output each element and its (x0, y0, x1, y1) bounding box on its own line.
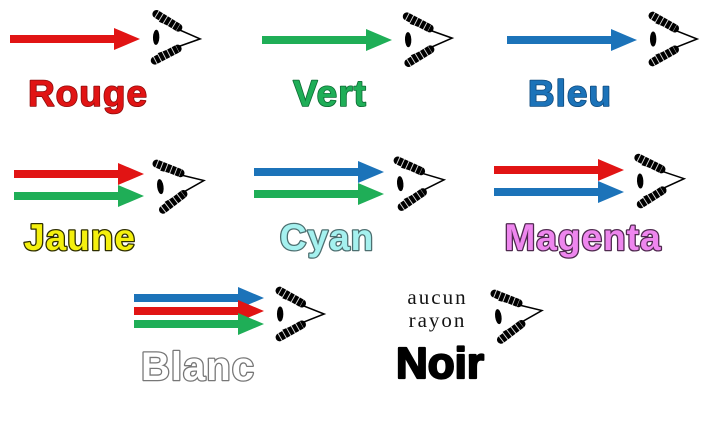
label-blanc: Blanc (141, 345, 255, 389)
ray-head-green (238, 313, 264, 335)
ray-shaft-blue (494, 188, 598, 196)
ray-shaft-red (494, 166, 598, 174)
ray-head-green (118, 185, 144, 207)
eye-icon (636, 156, 686, 205)
eye-icon (404, 15, 453, 63)
ray-diagram-vert (262, 5, 460, 75)
eye-icon (395, 157, 446, 207)
ray-shaft-green (254, 190, 358, 198)
ray-diagram-bleu (507, 5, 705, 75)
ray-shaft-green (14, 192, 118, 200)
label-svg-bleu: Bleu (527, 72, 612, 115)
ray-head-red (118, 163, 144, 185)
ray-head-blue (598, 181, 624, 203)
ray-shaft-green (134, 320, 238, 328)
ray-diagram-magenta (494, 146, 692, 216)
ray-head-blue (358, 161, 384, 183)
ray-head-red (598, 159, 624, 181)
ray-diagram-blanc (134, 280, 332, 350)
eye-icon (154, 158, 207, 211)
ray-head-green (366, 29, 392, 51)
ray-shaft-red (14, 170, 118, 178)
label-svg-rouge: Rouge (27, 72, 148, 115)
label-svg-blanc: Blanc (140, 344, 256, 391)
ray-head-blue (611, 29, 637, 51)
no-ray-note: aucun rayon (407, 285, 468, 332)
ray-head-red (114, 28, 140, 50)
ray-diagram-cyan (254, 148, 452, 218)
label-bleu: Bleu (528, 73, 612, 114)
ray-diagram-rouge (10, 4, 208, 74)
eye-icon (152, 14, 201, 62)
label-svg-magenta: Magenta (503, 216, 662, 260)
label-rouge: Rouge (28, 73, 148, 114)
label-svg-vert: Vert (292, 72, 367, 115)
label-noir: Noir (396, 339, 484, 388)
ray-shaft-red (10, 35, 114, 43)
ray-shaft-green (262, 36, 366, 44)
ray-shaft-red (134, 307, 238, 315)
ray-diagram-jaune (14, 150, 212, 220)
eye-icon (650, 16, 697, 62)
label-jaune: Jaune (24, 217, 136, 258)
label-svg-noir: Noir (395, 338, 485, 389)
ray-shaft-blue (254, 168, 358, 176)
label-svg-jaune: Jaune (23, 216, 137, 260)
ray-shaft-blue (134, 294, 238, 302)
eye-icon (277, 291, 324, 337)
label-svg-cyan: Cyan (278, 216, 374, 260)
label-cyan: Cyan (280, 217, 374, 258)
label-vert: Vert (293, 73, 367, 114)
eye-icon (492, 288, 545, 341)
ray-head-green (358, 183, 384, 205)
ray-shaft-blue (507, 36, 611, 44)
label-magenta: Magenta (504, 217, 661, 258)
